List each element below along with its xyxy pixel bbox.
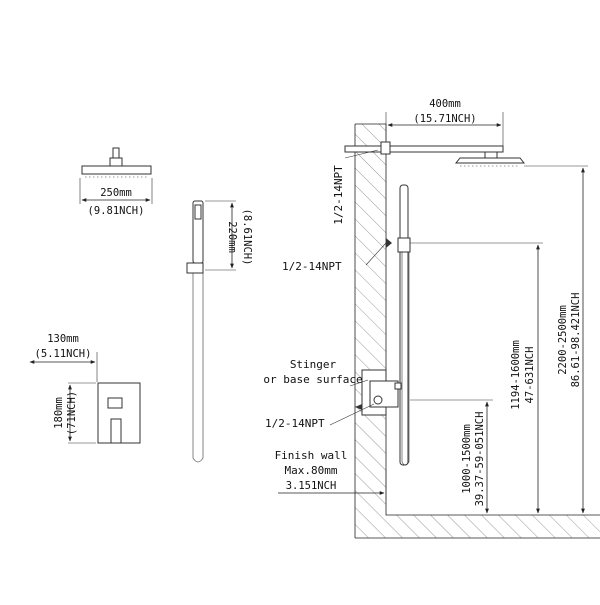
valve-view: 130mm (5.11NCH) 180mm (71NCH) (29, 333, 141, 444)
valve-inlet-arrow (355, 404, 362, 410)
shower-hose (192, 273, 204, 463)
holder-range-inch: 47-631NCH (524, 347, 536, 404)
rain-head-body (81, 165, 152, 175)
max-inch-label: 3.151NCH (286, 480, 337, 492)
slide-holder (397, 237, 411, 253)
rain-head-inch: (9.81NCH) (88, 205, 145, 217)
valve-diverter (107, 397, 123, 409)
valve-lever (110, 418, 122, 444)
wall-flange (380, 141, 391, 155)
hand-shower-view: 220mm (8.61NCH) (186, 200, 253, 463)
valve-width-mm: 130mm (47, 333, 79, 345)
swivel-joint (109, 157, 123, 167)
valve-height-inch: (71NCH) (66, 391, 78, 435)
valve-cap (394, 382, 402, 390)
slide-bar (399, 184, 409, 466)
hand-shower-inch: (8.61NCH) (241, 209, 253, 266)
valve-range-mm: 1000-1500mm (461, 424, 473, 494)
rain-head-side (454, 157, 526, 164)
max-mm-label: Max.80mm (285, 464, 338, 477)
valve-body (369, 380, 399, 408)
valve-outlet (373, 395, 383, 405)
shower-arm-stub (112, 147, 120, 159)
finish-wall-label: Finish wall (275, 449, 348, 462)
npt-bottom-leader (329, 403, 375, 426)
rain-head-mm: 250mm (100, 187, 132, 199)
npt-middle-label: 1/2-14NPT (282, 260, 342, 273)
hand-shower-mm: 220mm (226, 221, 238, 253)
head-range-mm: 2200-2500mm (557, 305, 569, 375)
valve-height-mm: 180mm (53, 397, 65, 429)
wall-holder (186, 262, 204, 274)
wall-section: 400mm (15.71NCH) 1/2-14NPT 1/2-14NPT Sti… (263, 98, 600, 539)
holder-range-mm: 1194-1600mm (510, 340, 522, 410)
wall-hose (401, 252, 410, 466)
npt-top-leader (344, 149, 379, 159)
stinger-label-2: or base surface (263, 373, 362, 386)
npt-middle-leader (365, 242, 387, 266)
outlet-elbow (386, 238, 392, 248)
arm-inch: (15.71NCH) (413, 113, 476, 125)
shower-arm (344, 145, 504, 153)
rain-head-view: 250mm (9.81NCH) (79, 147, 153, 217)
stinger-label-1: Stinger (290, 358, 337, 371)
npt-bottom-label: 1/2-14NPT (265, 417, 325, 430)
rain-head-joint (484, 151, 498, 159)
npt-top-label: 1/2-14NPT (332, 165, 345, 225)
arm-mm: 400mm (429, 98, 461, 110)
head-range-inch: 86.61-98.421NCH (570, 293, 582, 388)
wall-hatching (355, 124, 600, 538)
valve-range-inch: 39.37-59-051NCH (474, 412, 486, 507)
valve-width-inch: (5.11NCH) (35, 348, 92, 360)
hand-shower-face (194, 204, 202, 220)
stinger-leader (349, 379, 369, 387)
wall-inner-edge (355, 123, 600, 516)
